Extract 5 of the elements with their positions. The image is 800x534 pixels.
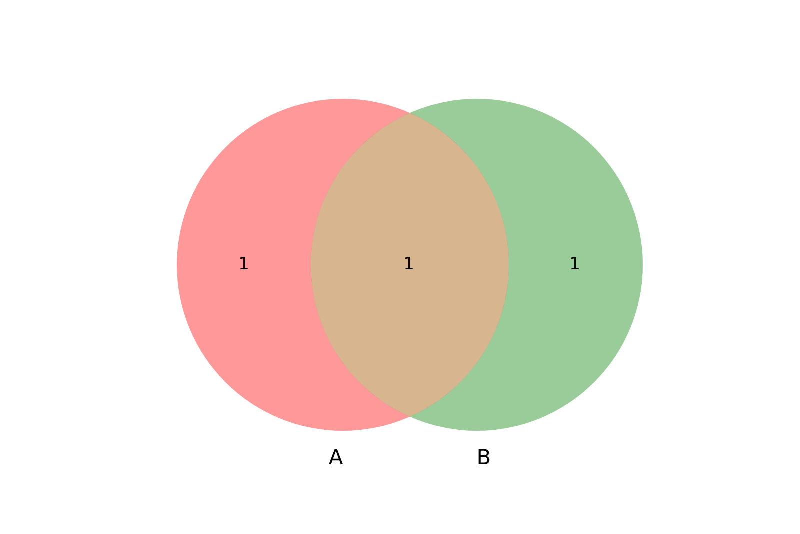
count-label: 1 bbox=[238, 256, 250, 274]
set-label: B bbox=[476, 448, 492, 468]
count-label: 1 bbox=[404, 256, 414, 274]
count-label: 1 bbox=[570, 256, 580, 274]
set-label: A bbox=[328, 448, 344, 468]
